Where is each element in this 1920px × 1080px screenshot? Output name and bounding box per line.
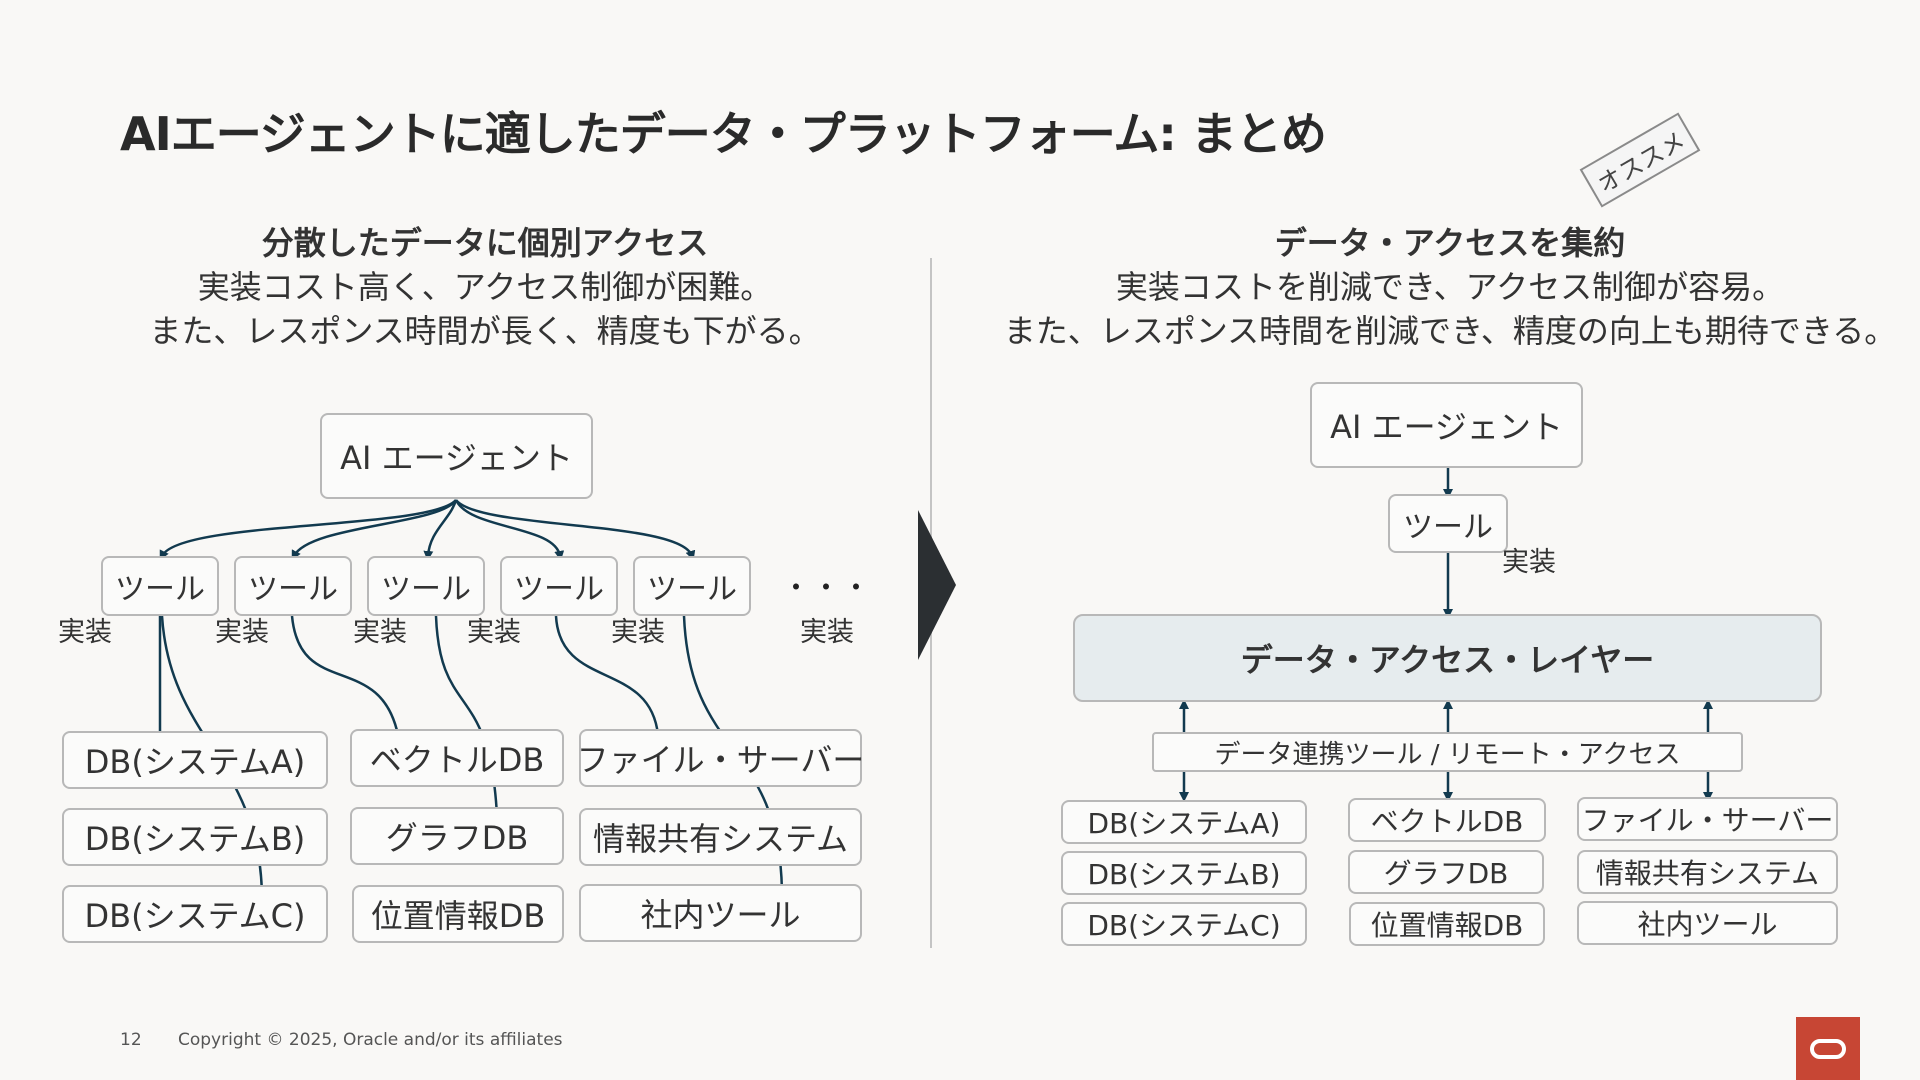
left-impl-label-3: 実装 bbox=[353, 617, 407, 648]
left-db-system-c: DB(システムC) bbox=[62, 885, 328, 943]
right-graph-db: グラフDB bbox=[1348, 850, 1544, 894]
left-vector-db: ベクトルDB bbox=[350, 729, 564, 787]
tool2-to-vector-db-arrow bbox=[290, 615, 402, 740]
left-geo-db: 位置情報DB bbox=[352, 885, 564, 943]
left-impl-label-4: 実装 bbox=[467, 617, 521, 648]
right-desc-line2: また、レスポンス時間を削減でき、精度の向上も期待できる。 bbox=[1003, 312, 1897, 350]
tool4-to-file-server-arrow bbox=[554, 615, 663, 740]
left-tool-box-4: ツール bbox=[500, 556, 618, 616]
left-desc-line1: 実装コスト高く、アクセス制御が困難。 bbox=[197, 268, 773, 306]
right-geo-db: 位置情報DB bbox=[1349, 902, 1545, 946]
left-desc-line2: また、レスポンス時間が長く、精度も下がる。 bbox=[149, 312, 821, 350]
left-tool-box-2: ツール bbox=[234, 556, 352, 616]
agent-to-tool2-arrow bbox=[291, 499, 458, 561]
copyright-text: Copyright © 2025, Oracle and/or its affi… bbox=[178, 1030, 563, 1050]
right-ai-agent-box: AI エージェント bbox=[1310, 382, 1583, 468]
page-number: 12 bbox=[120, 1030, 142, 1050]
right-internal-tool: 社内ツール bbox=[1577, 901, 1838, 945]
left-graph-db: グラフDB bbox=[350, 807, 564, 865]
oracle-logo-icon bbox=[1796, 1017, 1860, 1080]
data-link-bar: データ連携ツール / リモート・アクセス bbox=[1152, 732, 1743, 772]
left-db-system-a: DB(システムA) bbox=[62, 731, 328, 789]
right-db-system-c: DB(システムC) bbox=[1061, 902, 1307, 946]
data-access-layer: データ・アクセス・レイヤー bbox=[1073, 614, 1822, 702]
right-heading: データ・アクセスを集約 bbox=[1274, 224, 1626, 262]
left-internal-tool: 社内ツール bbox=[579, 884, 862, 942]
agent-to-tool1-arrow bbox=[159, 499, 457, 561]
right-db-system-b: DB(システムB) bbox=[1061, 851, 1307, 895]
left-impl-label-1: 実装 bbox=[58, 617, 112, 648]
left-tool-box-3: ツール bbox=[367, 556, 485, 616]
right-vector-db: ベクトルDB bbox=[1348, 798, 1546, 842]
agent-to-tool5-arrow bbox=[455, 499, 696, 561]
right-desc-line1: 実装コストを削減でき、アクセス制御が容易。 bbox=[1115, 268, 1785, 306]
left-impl-label-5: 実装 bbox=[611, 617, 665, 648]
left-info-share-system: 情報共有システム bbox=[579, 808, 862, 866]
agent-to-tool4-arrow bbox=[454, 499, 565, 561]
left-impl-label-2: 実装 bbox=[215, 617, 269, 648]
left-impl-label-6: 実装 bbox=[800, 617, 854, 648]
right-tool-box: ツール bbox=[1388, 494, 1508, 553]
right-db-system-a: DB(システムA) bbox=[1061, 800, 1307, 844]
right-file-server: ファイル・サーバー bbox=[1577, 797, 1838, 841]
left-tool-box-5: ツール bbox=[633, 556, 751, 616]
left-tool-box-1: ツール bbox=[101, 556, 219, 616]
left-file-server: ファイル・サーバー bbox=[577, 729, 864, 787]
left-heading: 分散したデータに個別アクセス bbox=[261, 224, 709, 262]
page-title: AIエージェントに適したデータ・プラットフォーム: まとめ bbox=[120, 107, 1327, 161]
left-db-system-b: DB(システムB) bbox=[62, 808, 328, 866]
agent-to-tool3-arrow bbox=[423, 499, 458, 561]
tools-ellipsis: ・・・ bbox=[782, 571, 873, 604]
left-ai-agent-box: AI エージェント bbox=[320, 413, 593, 499]
right-impl-label: 実装 bbox=[1502, 547, 1556, 578]
right-info-share-system: 情報共有システム bbox=[1577, 850, 1838, 894]
